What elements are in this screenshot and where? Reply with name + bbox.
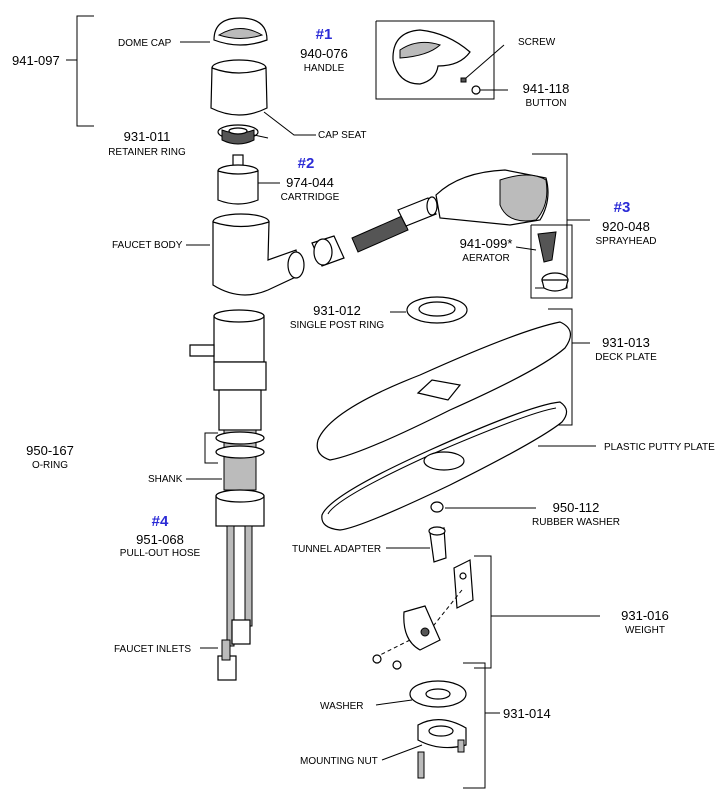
label-faucet-inlets: FAUCET INLETS [114,644,191,655]
bracket-handle [375,20,495,100]
faucet-body [212,213,305,296]
tunnel-adapter [428,526,447,563]
cartridge [217,154,259,205]
label-940-076: 940-076 [300,46,348,61]
label-951-068: 951-068 [136,532,184,547]
label-shank: SHANK [148,474,183,485]
single-post-ring [406,296,468,324]
label-plastic-putty-plate: PLASTIC PUTTY PLATE [604,442,715,453]
label-sprayhead: SPRAYHEAD [596,236,657,247]
hose-spring-fitting [351,196,438,253]
label-button: BUTTON [526,98,567,109]
bracket-o-ring [204,432,218,464]
label-950-112: 950-112 [553,500,600,515]
label-tunnel-adapter: TUNNEL ADAPTER [292,544,381,555]
retainer-ring [217,124,259,145]
bracket-deck-plate [548,308,590,426]
label-aerator: AERATOR [462,253,509,264]
label-dome-cap: DOME CAP [118,38,172,49]
callout-3-tag: #3 [614,199,631,216]
plastic-putty-plate [321,401,568,531]
label-pull-out-hose: PULL-OUT HOSE [120,548,201,559]
bracket-weight [474,555,600,669]
label-950-167: 950-167 [26,443,74,458]
dome-cap [213,17,268,46]
label-faucet-body: FAUCET BODY [112,240,183,251]
label-weight: WEIGHT [625,625,665,636]
label-handle: HANDLE [304,63,345,74]
label-974-044: 974-044 [286,175,334,190]
deck-plate [316,321,571,461]
washer [409,680,467,708]
label-cartridge: CARTRIDGE [281,192,340,203]
bracket-aerator [530,224,573,299]
label-retainer-ring: RETAINER RING [108,147,186,158]
callout-1-tag: #1 [316,26,333,43]
faucet-inlets [217,525,253,681]
label-single-post-ring: SINGLE POST RING [290,320,385,331]
bracket-sprayhead [532,153,590,289]
mounting-nut [417,719,467,779]
label-920-048: 920-048 [602,219,650,234]
bracket-941-097 [66,15,94,127]
label-deck-plate: DECK PLATE [595,352,657,363]
label-cap-seat: CAP SEAT [318,130,367,141]
rubber-washer [430,501,444,513]
label-941-118: 941-118 [523,81,570,96]
aerator [537,231,569,292]
label-rubber-washer: RUBBER WASHER [532,517,620,528]
hose-coupling [311,235,345,267]
cap-seat [210,59,268,116]
label-washer: WASHER [320,701,364,712]
label-931-013: 931-013 [602,335,650,350]
label-941-097: 941-097 [12,53,60,68]
weight-screws [372,639,411,670]
label-mounting-nut: MOUNTING NUT [300,756,378,767]
label-931-014: 931-014 [503,706,551,721]
label-931-016: 931-016 [621,608,669,623]
shank [189,309,267,527]
bracket-931-014 [463,662,500,789]
callout-2-tag: #2 [298,155,315,172]
label-931-011: 931-011 [124,129,171,144]
sprayhead [435,169,549,226]
label-931-012: 931-012 [313,303,361,318]
leader-lines [180,41,596,761]
handle [392,29,481,95]
label-o-ring: O-RING [32,460,68,471]
callout-4-tag: #4 [152,513,169,530]
label-941-099: 941-099* [460,236,513,251]
label-screw: SCREW [518,37,556,48]
weight [403,559,474,651]
